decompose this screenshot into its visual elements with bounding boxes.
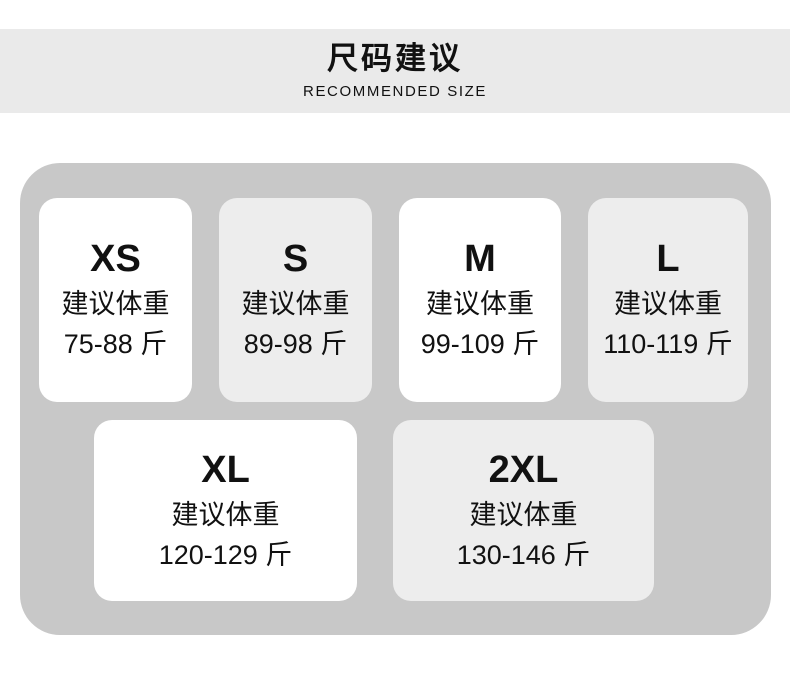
- size-card-xl: XL 建议体重 120-129 斤: [94, 420, 357, 601]
- weight-label: 建议体重: [426, 289, 534, 319]
- size-card-s: S 建议体重 89-98 斤: [219, 198, 372, 402]
- size-label: 2XL: [488, 448, 559, 491]
- size-card-2xl: 2XL 建议体重 130-146 斤: [393, 420, 654, 601]
- size-label: L: [656, 238, 680, 281]
- header-band: 尺码建议 RECOMMENDED SIZE: [0, 29, 790, 113]
- weight-label: 建议体重: [469, 499, 578, 530]
- size-row-top: XS 建议体重 75-88 斤 S 建议体重 89-98 斤 M 建议体重 99…: [20, 163, 771, 402]
- size-card-xs: XS 建议体重 75-88 斤: [39, 198, 192, 402]
- size-label: XL: [201, 448, 250, 491]
- weight-label: 建议体重: [61, 289, 170, 319]
- weight-label: 建议体重: [241, 289, 350, 319]
- size-row-bottom: XL 建议体重 120-129 斤 2XL 建议体重 130-146 斤: [20, 402, 771, 601]
- weight-range: 120-129 斤: [158, 539, 293, 570]
- weight-range: 75-88 斤: [63, 329, 168, 360]
- size-card-m: M 建议体重 99-109 斤: [399, 198, 561, 402]
- weight-range: 130-146 斤: [456, 539, 591, 570]
- size-panel: XS 建议体重 75-88 斤 S 建议体重 89-98 斤 M 建议体重 99…: [20, 163, 771, 635]
- size-label: M: [464, 238, 496, 281]
- weight-label: 建议体重: [614, 289, 722, 319]
- section-subtitle: RECOMMENDED SIZE: [303, 83, 487, 101]
- weight-range: 110-119 斤: [603, 329, 733, 360]
- size-label: S: [282, 238, 309, 281]
- weight-range: 99-109 斤: [420, 329, 540, 360]
- weight-range: 89-98 斤: [243, 329, 348, 360]
- section-title: 尺码建议: [327, 40, 463, 76]
- size-card-l: L 建议体重 110-119 斤: [588, 198, 748, 402]
- weight-label: 建议体重: [171, 499, 280, 530]
- size-label: XS: [90, 238, 141, 281]
